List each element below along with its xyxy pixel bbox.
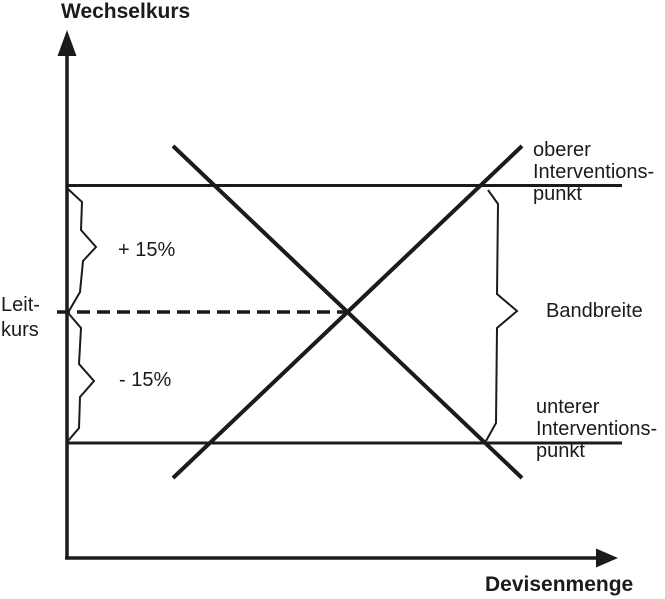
label-line: kurs bbox=[1, 319, 39, 341]
upward-sloping-curve bbox=[171, 144, 524, 480]
plus-15-label: + 15% bbox=[118, 239, 176, 261]
lower-intervention-label: unterer Interventions- punkt bbox=[536, 396, 657, 462]
label-line: Leit- bbox=[1, 294, 40, 316]
leitkurs-label: Leit- kurs bbox=[1, 293, 40, 343]
label-line: unterer bbox=[536, 396, 600, 418]
upper-band-brace bbox=[67, 188, 98, 312]
label-line: oberer bbox=[533, 139, 591, 161]
x-axis-title: Devisenmenge bbox=[485, 573, 634, 596]
minus-15-label: - 15% bbox=[119, 369, 172, 391]
y-axis-title: Wechselkurs bbox=[61, 0, 191, 23]
bandwidth-brace bbox=[485, 189, 519, 442]
y-axis-arrowhead bbox=[57, 30, 77, 56]
label-line: Interventions- bbox=[536, 418, 658, 440]
x-axis-arrowhead bbox=[596, 548, 618, 568]
label-line: Interventions- bbox=[533, 161, 655, 183]
lower-band-brace bbox=[67, 313, 96, 442]
label-line: punkt bbox=[536, 440, 585, 462]
bandwidth-label: Bandbreite bbox=[546, 300, 643, 322]
upper-intervention-label: oberer Interventions- punkt bbox=[533, 139, 654, 205]
label-line: punkt bbox=[533, 183, 582, 205]
